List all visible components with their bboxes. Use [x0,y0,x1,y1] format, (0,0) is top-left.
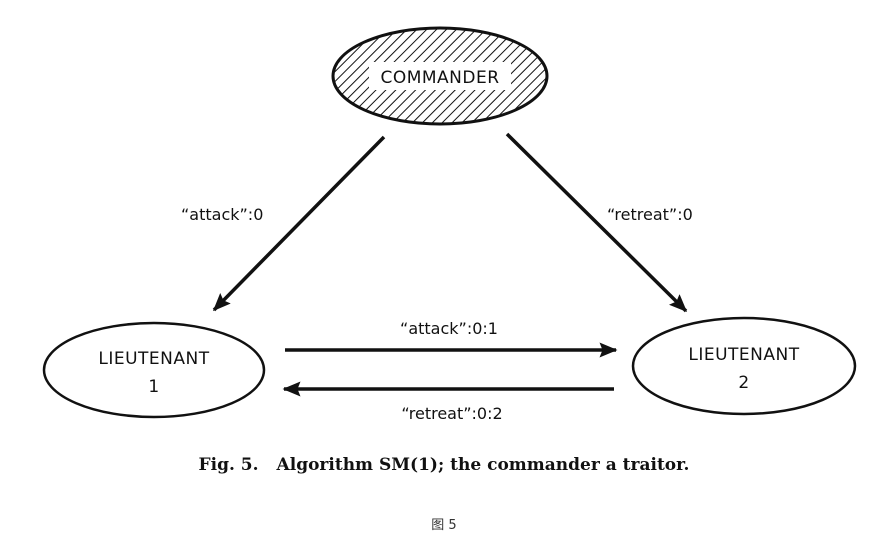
edge-commander-to-lieutenant-1 [212,135,386,312]
figure-subcaption: 图 5 [431,518,457,533]
edge-label-lieutenant-2-to-lieutenant-1: “retreat”:0:2 [401,404,502,423]
lieutenant-2-title: LIEUTENANT [688,345,799,365]
commander-label: COMMANDER [380,68,499,88]
lieutenant-1-number: 1 [148,377,159,397]
edge-commander-to-lieutenant-2 [505,132,688,313]
lieutenant-1-title: LIEUTENANT [98,349,209,369]
figure-caption: Fig. 5. Algorithm SM(1); the commander a … [0,455,888,475]
commander-label-bg [369,62,511,90]
lieutenant-1-node: LIEUTENANT 1 [42,321,266,419]
edge-label-commander-to-lieutenant-2: “retreat”:0 [607,205,693,224]
figure-caption-text: Algorithm SM(1); the commander a traitor… [276,455,690,475]
commander-node: COMMANDER [331,26,549,126]
figure-number: Fig. 5. [198,455,259,475]
lieutenant-2-number: 2 [738,373,749,393]
edge-label-commander-to-lieutenant-1: “attack”:0 [181,205,263,224]
edge-label-lieutenant-1-to-lieutenant-2: “attack”:0:1 [400,319,498,338]
lieutenant-2-node: LIEUTENANT 2 [631,316,857,416]
